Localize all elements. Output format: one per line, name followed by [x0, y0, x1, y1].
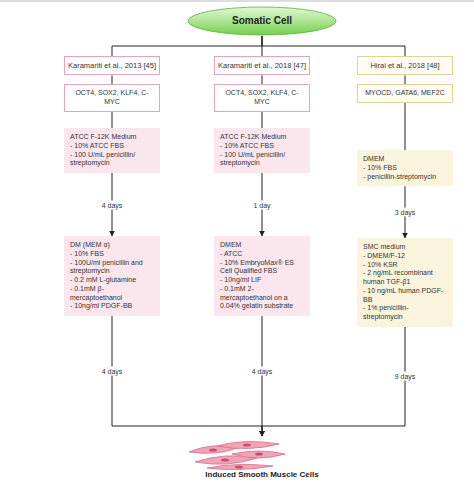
node-text: - DMEM/F-12 — [363, 252, 447, 261]
study-header-box: Hirai et al., 2018 [48] — [357, 56, 453, 75]
connector — [262, 327, 405, 436]
connector — [262, 75, 263, 84]
node-text: - 100U/ml penicillin and streptomycin — [70, 259, 154, 277]
node-text: Karamariti et al., 2018 [47] — [218, 61, 306, 70]
node-text: Hirai et al., 2018 [48] — [361, 61, 449, 70]
study-header-box: Karamariti et al., 2018 [47] — [214, 56, 310, 75]
connector — [405, 103, 406, 150]
factor-box: OCT4, SOX2, KLF4, C-MYC — [64, 84, 160, 112]
node-text: - 10% FBS — [70, 250, 154, 259]
node-text: - 10% FBS — [363, 164, 447, 173]
node-text: - 2 ng/mL recombinant human TGF-β1 — [363, 269, 447, 287]
node-text: Karamariti et al., 2013 [45] — [68, 61, 156, 70]
node-text: - penicillin-streptomycin — [363, 173, 447, 182]
medium-box: ATCC F-12K Medium- 10% ATCC FBS- 100 U/m… — [214, 128, 310, 173]
differentiation-medium-box: DM (MEM α)- 10% FBS- 100U/ml penicillin … — [64, 236, 160, 316]
node-text: Induced Smooth Muscle Cells — [187, 470, 337, 480]
duration-label: 3 days — [393, 208, 418, 217]
start-ellipse: Somatic Cell — [187, 6, 337, 36]
node-text: - 10ng/ml PDGF-BB — [70, 302, 154, 311]
node-text: - 1% penicillin-streptomycin — [363, 304, 447, 322]
node-text: DMEM — [363, 155, 447, 164]
node-text: ATCC F-12K Medium — [220, 133, 304, 142]
medium-box: ATCC F-12K Medium- 10% ATCC FBS- 100 U/m… — [64, 128, 160, 173]
connector — [262, 36, 405, 56]
medium-box: DMEM- 10% FBS- penicillin-streptomycin — [357, 150, 453, 186]
node-text: DMEM — [220, 241, 304, 250]
top-rule — [0, 1, 474, 2]
connector — [112, 112, 113, 129]
connector — [262, 316, 263, 436]
node-text: - 10% ATCC FBS — [70, 142, 154, 151]
node-text: - 10ng/ml LIF — [220, 276, 304, 285]
node-text: - 10% EmbryoMax® ES Cell Qualified FBS — [220, 259, 304, 277]
node-text: - ATCC — [220, 250, 304, 259]
node-text: OCT4, SOX2, KLF4, C-MYC — [68, 89, 156, 107]
node-text: MYOCD, GATA6, MEF2C — [361, 89, 449, 98]
node-text: - 10 ng/mL human PDGF-BB — [363, 287, 447, 305]
node-text: - 0.1mM β-mercaptoethanol — [70, 285, 154, 303]
duration-label: 1 day — [251, 200, 272, 209]
smooth-muscle-cells-illustration — [187, 438, 287, 470]
connector — [112, 75, 113, 84]
study-header-box: Karamariti et al., 2013 [45] — [64, 56, 160, 75]
connector — [112, 36, 262, 56]
duration-label: 4 days — [100, 367, 125, 376]
node-text: - 10% ATCC FBS — [220, 142, 304, 151]
node-text: ATCC F-12K Medium — [70, 133, 154, 142]
node-text: - 0.1mM 2-mercaptoethanol on a 0.04% gel… — [220, 285, 304, 311]
duration-label: 4 days — [250, 367, 275, 376]
result-node: Induced Smooth Muscle Cells — [187, 436, 337, 480]
node-text: - 100 U/mL penicillin/ streptomycin — [220, 151, 304, 169]
node-text: - 0.2 mM L-glutamine — [70, 276, 154, 285]
node-text: - 100 U/mL penicillin/ streptomycin — [70, 151, 154, 169]
node-text: SMC medium — [363, 243, 447, 252]
connector — [112, 316, 262, 436]
duration-label: 4 days — [100, 200, 125, 209]
duration-label: 9 days — [393, 372, 418, 381]
node-text: - 10% KSR — [363, 261, 447, 270]
differentiation-medium-box: SMC medium- DMEM/F-12- 10% KSR- 2 ng/mL … — [357, 238, 453, 327]
node-text: Somatic Cell — [232, 15, 292, 28]
factor-box: OCT4, SOX2, KLF4, C-MYC — [214, 84, 310, 112]
connector — [262, 112, 263, 129]
node-text: DM (MEM α) — [70, 241, 154, 250]
differentiation-medium-box: DMEM- ATCC- 10% EmbryoMax® ES Cell Quali… — [214, 236, 310, 316]
connector — [405, 75, 406, 84]
factor-box: MYOCD, GATA6, MEF2C — [357, 84, 453, 103]
node-text: OCT4, SOX2, KLF4, C-MYC — [218, 89, 306, 107]
